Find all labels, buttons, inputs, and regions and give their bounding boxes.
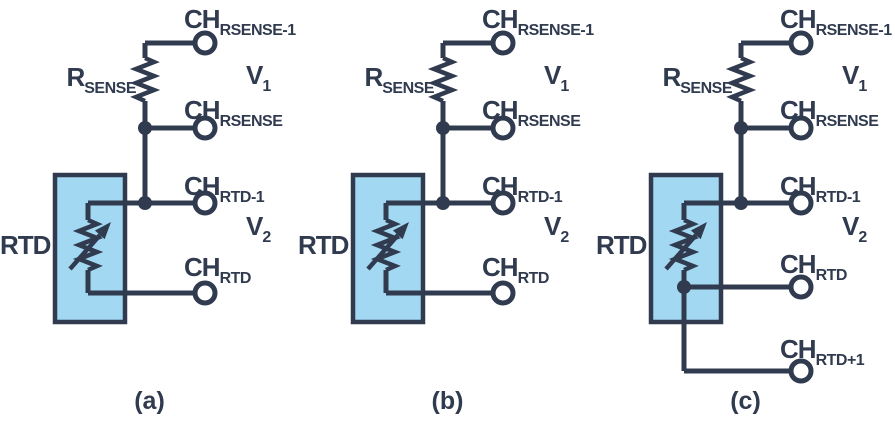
junction-dot-rtd bbox=[734, 196, 748, 210]
label-ch-rtd-1: CHRTD-1 bbox=[482, 171, 563, 206]
terminal-ch-rtd bbox=[490, 280, 516, 306]
rtd-body-box bbox=[52, 172, 128, 325]
label-v1: V1 bbox=[842, 60, 867, 95]
terminal-ch-rsense bbox=[490, 115, 516, 141]
variable-arrow-head-icon bbox=[392, 222, 409, 240]
caption-c: (c) bbox=[730, 387, 761, 415]
label-rsense: RSENSE bbox=[66, 62, 136, 97]
label-rsense: RSENSE bbox=[364, 62, 434, 97]
terminal-ch-rsense-1 bbox=[788, 30, 814, 56]
caption-a: (a) bbox=[134, 387, 165, 415]
terminal-ch-rtd bbox=[192, 280, 218, 306]
label-ch-rtd-1: CHRTD-1 bbox=[184, 171, 265, 206]
junction-dot-rtd-bottom bbox=[677, 280, 691, 294]
junction-dot-rtd bbox=[436, 196, 450, 210]
variable-arrow-shaft bbox=[68, 233, 102, 271]
variable-arrow-head-icon bbox=[94, 222, 111, 240]
terminal-ch-rtd-plus1 bbox=[788, 358, 814, 384]
figure-a: CHRSENSE-1 V1 CHRSENSE CHRTD-1 V2 CHRTD … bbox=[0, 0, 299, 431]
terminal-ch-rsense-1 bbox=[490, 30, 516, 56]
terminal-ch-rtd-1 bbox=[192, 190, 218, 216]
label-v1: V1 bbox=[544, 60, 569, 95]
label-ch-rsense-1: CHRSENSE-1 bbox=[780, 4, 892, 39]
rtd-variable-resistor-symbol bbox=[668, 217, 700, 273]
terminal-ch-rsense bbox=[788, 115, 814, 141]
label-v1: V1 bbox=[246, 60, 271, 95]
label-rtd: RTD bbox=[596, 230, 647, 260]
terminal-ch-rsense-1 bbox=[192, 30, 218, 56]
label-ch-rtd: CHRTD bbox=[184, 252, 251, 287]
circuit-c bbox=[648, 30, 814, 384]
label-rsense: RSENSE bbox=[662, 62, 732, 97]
label-ch-rtd: CHRTD bbox=[482, 252, 549, 287]
variable-arrow-head-icon bbox=[690, 222, 707, 240]
label-ch-rsense: CHRSENSE bbox=[482, 95, 581, 130]
terminal-ch-rtd-1 bbox=[490, 190, 516, 216]
label-ch-rtd-plus1: CHRTD+1 bbox=[780, 334, 865, 369]
terminal-ch-rtd-1 bbox=[788, 190, 814, 216]
label-v2: V2 bbox=[246, 211, 271, 246]
rsense-resistor-symbol bbox=[725, 55, 757, 104]
label-ch-rsense: CHRSENSE bbox=[184, 95, 283, 130]
terminal-ch-rsense bbox=[192, 115, 218, 141]
circuit-a bbox=[52, 30, 218, 325]
label-ch-rsense: CHRSENSE bbox=[780, 95, 879, 130]
junction-dot-rsense bbox=[734, 121, 748, 135]
label-rtd: RTD bbox=[298, 230, 349, 260]
label-ch-rsense-1: CHRSENSE-1 bbox=[482, 4, 594, 39]
terminal-ch-rtd bbox=[788, 274, 814, 300]
rsense-resistor-symbol bbox=[129, 55, 161, 104]
rtd-variable-resistor-symbol bbox=[72, 217, 104, 273]
label-ch-rtd-1: CHRTD-1 bbox=[780, 171, 861, 206]
circuit-b bbox=[350, 30, 516, 325]
label-ch-rsense-1: CHRSENSE-1 bbox=[184, 4, 296, 39]
junction-dot-rsense bbox=[436, 121, 450, 135]
figure-c: CHRSENSE-1 V1 CHRSENSE CHRTD-1 V2 CHRTD … bbox=[596, 0, 895, 431]
rtd-variable-resistor-symbol bbox=[370, 217, 402, 273]
variable-arrow-shaft bbox=[664, 233, 698, 271]
caption-b: (b) bbox=[431, 387, 464, 415]
variable-arrow-shaft bbox=[366, 233, 400, 271]
junction-dot-rtd bbox=[138, 196, 152, 210]
label-rtd: RTD bbox=[0, 230, 51, 260]
figure-b: CHRSENSE-1 V1 CHRSENSE CHRTD-1 V2 CHRTD … bbox=[298, 0, 597, 431]
junction-dot-rsense bbox=[138, 121, 152, 135]
label-v2: V2 bbox=[544, 211, 569, 246]
label-ch-rtd: CHRTD bbox=[780, 249, 847, 284]
rsense-resistor-symbol bbox=[427, 55, 459, 104]
label-v2: V2 bbox=[842, 211, 867, 246]
